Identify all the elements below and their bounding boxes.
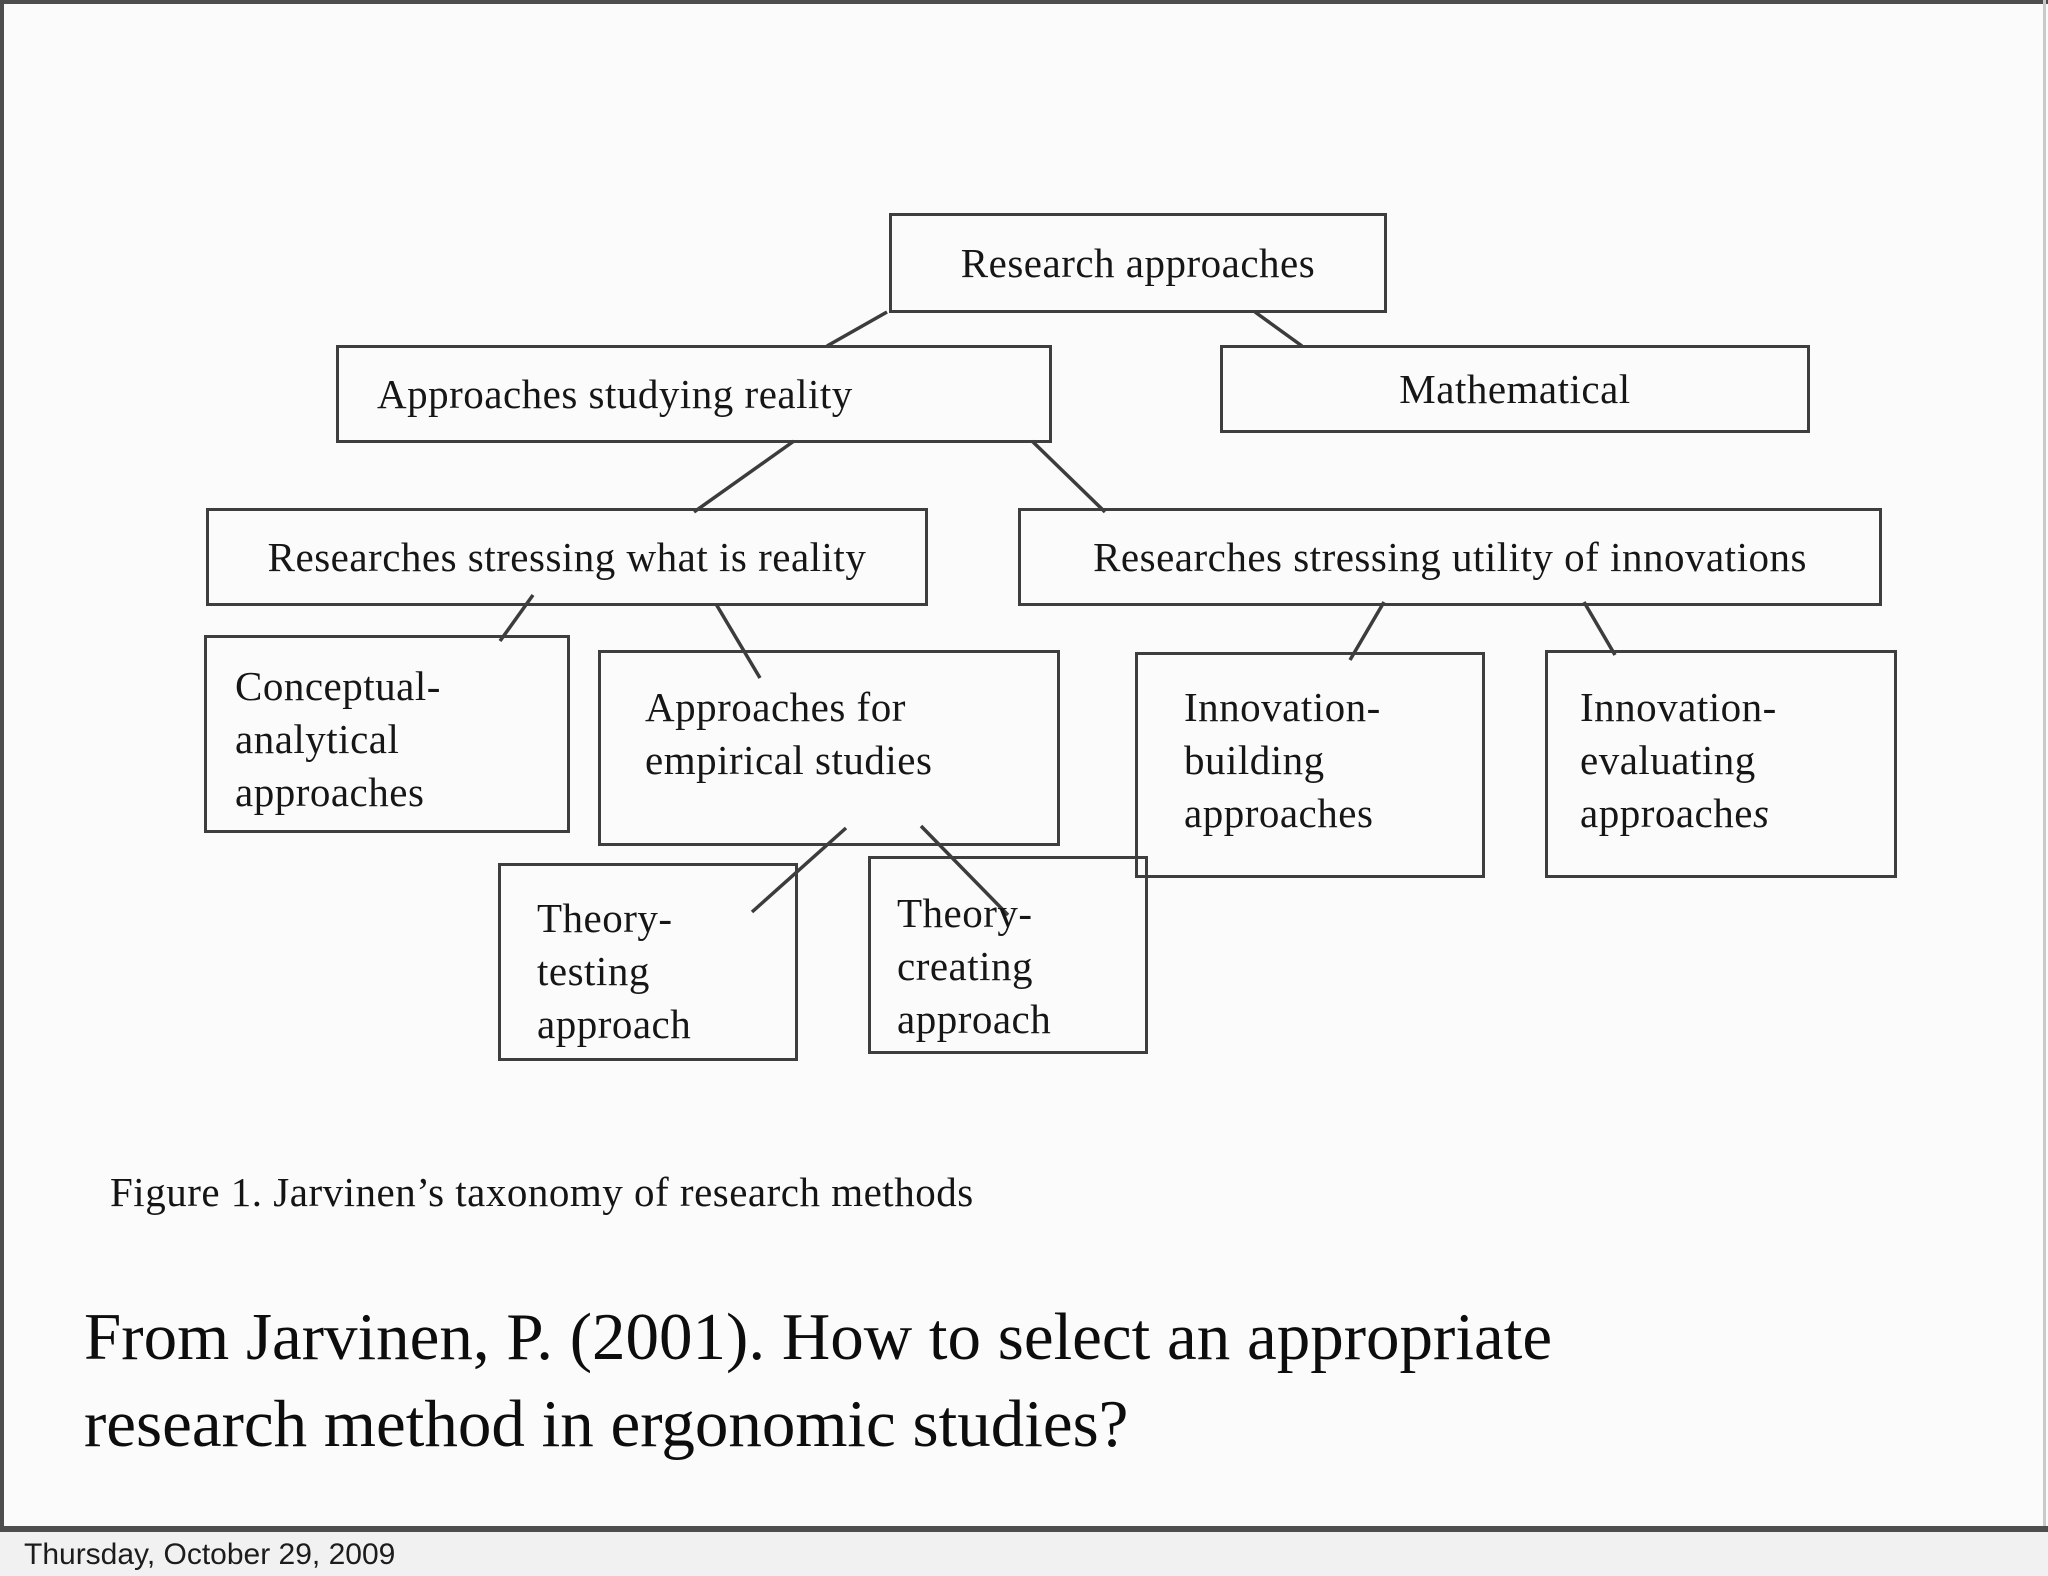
node-research-approaches: Research approaches (889, 213, 1387, 313)
node-label-line: testing (537, 948, 650, 994)
node-label-line: Innovation- (1580, 684, 1777, 730)
node-label-line: Theory- (537, 895, 673, 941)
node-label-line: analytical (235, 716, 400, 762)
connector-empirical-to-theory-testing (750, 826, 848, 914)
node-label-line: Conceptual- (235, 663, 441, 709)
citation-line-2: research method in ergonomic studies? (84, 1387, 1129, 1461)
citation-text: From Jarvinen, P. (2001). How to select … (84, 1294, 1552, 1468)
connector-research-to-mathematical (1253, 310, 1304, 348)
slide-border-left (0, 0, 4, 1531)
node-label: Researches stressing what is reality (267, 533, 867, 580)
node-label-line: Theory- (897, 890, 1033, 936)
node-approaches-for-empirical-studies: Approaches for empirical studies (598, 650, 1060, 846)
node-researches-stressing-utility-of-innovations: Researches stressing utility of innovati… (1018, 508, 1882, 606)
figure-caption: Figure 1. Jarvinen’s taxonomy of researc… (110, 1169, 974, 1215)
slide-border-bottom (0, 1526, 2048, 1532)
node-label-line: approach (897, 996, 1052, 1042)
connector-utility-to-innovation-evaluating (1582, 601, 1617, 656)
node-label-line: approaches (1580, 790, 1770, 836)
node-theory-creating-approach: Theory- creating approach (868, 856, 1148, 1054)
connector-empirical-to-theory-creating (919, 824, 1010, 917)
node-label-line: approach (537, 1001, 692, 1047)
connector-utility-to-innovation-building (1348, 601, 1386, 661)
node-label-line: building (1184, 737, 1325, 783)
citation-line-1: From Jarvinen, P. (2001). How to select … (84, 1300, 1553, 1374)
node-conceptual-analytical-approaches: Conceptual- analytical approaches (204, 635, 570, 833)
node-approaches-studying-reality: Approaches studying reality (336, 345, 1052, 443)
node-researches-stressing-what-is-reality: Researches stressing what is reality (206, 508, 928, 606)
node-innovation-building-approaches: Innovation- building approaches (1135, 652, 1485, 878)
node-label-line: empirical studies (645, 737, 933, 783)
node-label-italic-suffix: s (1752, 790, 1770, 836)
node-label: Mathematical (1399, 365, 1631, 412)
slide-date: Thursday, October 29, 2009 (24, 1538, 396, 1571)
node-label-line: Approaches for (645, 684, 906, 730)
connector-studying-to-utility (1030, 439, 1107, 514)
node-label: Research approaches (960, 239, 1316, 286)
node-label-line: Innovation- (1184, 684, 1381, 730)
connector-research-to-studying-reality (826, 310, 888, 348)
node-label-line: approaches (235, 769, 425, 815)
slide-border-right (2043, 0, 2046, 1531)
footer-strip (0, 1532, 2048, 1576)
connector-what-to-empirical (714, 603, 762, 679)
node-theory-testing-approach: Theory- testing approach (498, 863, 798, 1061)
node-label-line: approaches (1184, 790, 1374, 836)
slide-border-top (0, 0, 2048, 4)
node-label-line: evaluating (1580, 737, 1756, 783)
node-label-line: creating (897, 943, 1034, 989)
connector-what-to-conceptual (498, 593, 535, 643)
node-label: Approaches studying reality (377, 370, 853, 417)
node-label: Researches stressing utility of innovati… (1093, 533, 1807, 580)
node-mathematical: Mathematical (1220, 345, 1810, 433)
connector-studying-to-what-is-reality (692, 439, 796, 514)
node-innovation-evaluating-approaches: Innovation- evaluating approaches (1545, 650, 1897, 878)
